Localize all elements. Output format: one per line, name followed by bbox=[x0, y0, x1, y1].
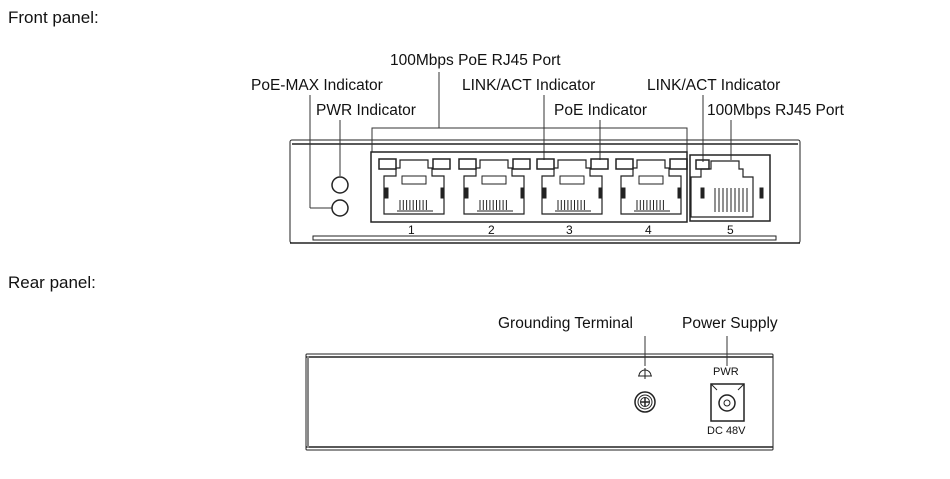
link-act-led bbox=[615, 158, 634, 170]
link-act-led bbox=[458, 158, 477, 170]
port-number-3: 3 bbox=[566, 223, 573, 237]
rj45-port-5[interactable] bbox=[690, 159, 764, 218]
leader-lines-front bbox=[309, 72, 732, 209]
poe-led bbox=[432, 158, 451, 170]
poe-rj45-port-3[interactable] bbox=[536, 158, 609, 215]
label-grounding-terminal: Grounding Terminal bbox=[498, 315, 633, 332]
label-link-act-indicator-rj45: LINK/ACT Indicator bbox=[647, 77, 781, 94]
poe-led bbox=[512, 158, 531, 170]
pwr-indicator-led bbox=[331, 176, 349, 194]
grounding-terminal-screw bbox=[634, 391, 656, 413]
label-poe-rj45-port: 100Mbps PoE RJ45 Port bbox=[390, 52, 561, 69]
label-rj45-port: 100Mbps RJ45 Port bbox=[707, 102, 844, 119]
poe-rj45-port-4[interactable] bbox=[615, 158, 688, 215]
label-poe-indicator: PoE Indicator bbox=[554, 102, 648, 119]
front-panel-body bbox=[289, 139, 801, 244]
port-number-1: 1 bbox=[408, 223, 415, 237]
port-number-2: 2 bbox=[488, 223, 495, 237]
port-number-4: 4 bbox=[645, 223, 652, 237]
poe-max-indicator-led bbox=[331, 199, 349, 217]
dc-power-jack bbox=[710, 383, 745, 422]
label-link-act-indicator-poe: LINK/ACT Indicator bbox=[462, 77, 596, 94]
link-act-led bbox=[536, 158, 555, 170]
grounding-symbol-icon bbox=[638, 368, 652, 379]
dc-48v-marking: DC 48V bbox=[707, 425, 746, 437]
rj45-port-group bbox=[689, 154, 771, 222]
rear-panel-body bbox=[305, 353, 774, 451]
poe-led bbox=[590, 158, 609, 170]
port-number-5: 5 bbox=[727, 223, 734, 237]
label-pwr-indicator: PWR Indicator bbox=[316, 102, 416, 119]
label-poe-max-indicator: PoE-MAX Indicator bbox=[251, 77, 383, 94]
label-power-supply: Power Supply bbox=[682, 315, 778, 332]
poe-rj45-port-1[interactable] bbox=[378, 158, 451, 215]
pwr-marking: PWR bbox=[713, 366, 739, 378]
front-panel-title: Front panel: bbox=[8, 8, 99, 27]
poe-led bbox=[669, 158, 688, 170]
poe-port-group bbox=[370, 151, 688, 223]
rear-panel-title: Rear panel: bbox=[8, 273, 96, 292]
poe-rj45-port-2[interactable] bbox=[458, 158, 531, 215]
link-act-led bbox=[378, 158, 397, 170]
